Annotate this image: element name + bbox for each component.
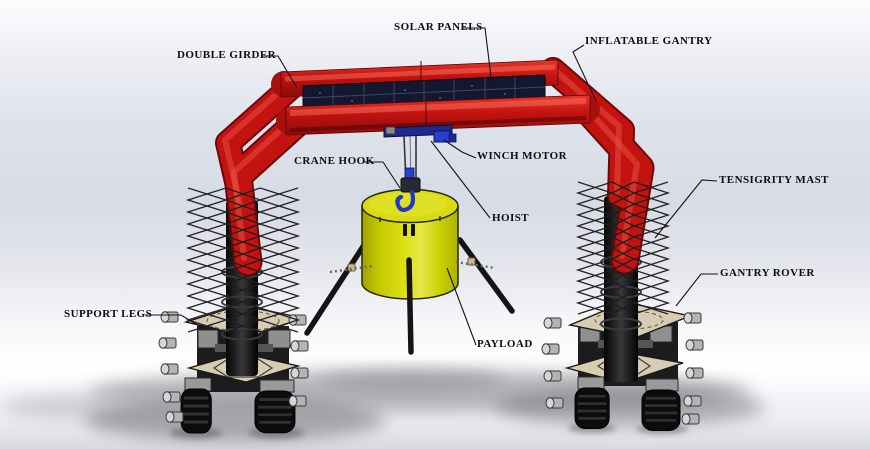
label-payload: PAYLOAD — [477, 338, 533, 350]
winch-motor-box — [433, 130, 451, 143]
leader-inflatable-gantry — [572, 44, 597, 102]
payload-legs — [304, 237, 515, 336]
label-hoist: HOIST — [492, 212, 530, 224]
leader-payload — [446, 267, 477, 346]
leader-support-legs — [145, 314, 205, 330]
label-support-legs: SUPPORT LEGS — [64, 308, 153, 320]
leader-winch-motor — [443, 139, 477, 159]
crane-hook-shape — [395, 189, 416, 213]
truss-lattice-left — [185, 187, 301, 333]
truss-lattice-right — [575, 181, 671, 315]
payload-chains — [329, 260, 496, 274]
label-solar-panels: SOLAR PANELS — [394, 21, 483, 33]
leader-gantry-rover — [675, 273, 718, 307]
label-inflatable-gantry: INFLATABLE GANTRY — [585, 35, 713, 47]
leader-hoist — [430, 140, 491, 219]
payload-cylinder — [361, 205, 459, 300]
payload-assembly — [304, 188, 515, 355]
label-gantry-rover: GANTRY ROVER — [720, 267, 815, 279]
leader-solar-panels — [462, 27, 493, 86]
inflatable-gantry-frame — [215, 57, 655, 277]
hoist-cable — [400, 135, 421, 193]
leader-lines — [145, 27, 718, 346]
leader-tensigrity-mast — [654, 179, 718, 239]
label-winch-motor: WINCH MOTOR — [477, 150, 568, 162]
label-crane-hook: CRANE HOOK — [294, 155, 375, 167]
winch-trolley — [383, 124, 457, 143]
leader-crane-hook — [364, 161, 401, 189]
label-double-girder: DOUBLE GIRDER — [177, 49, 277, 61]
label-tensigrity-mast: TENSIGRITY MAST — [719, 174, 829, 186]
double-girder-front-tube — [276, 94, 600, 136]
leader-double-girder — [262, 55, 298, 89]
